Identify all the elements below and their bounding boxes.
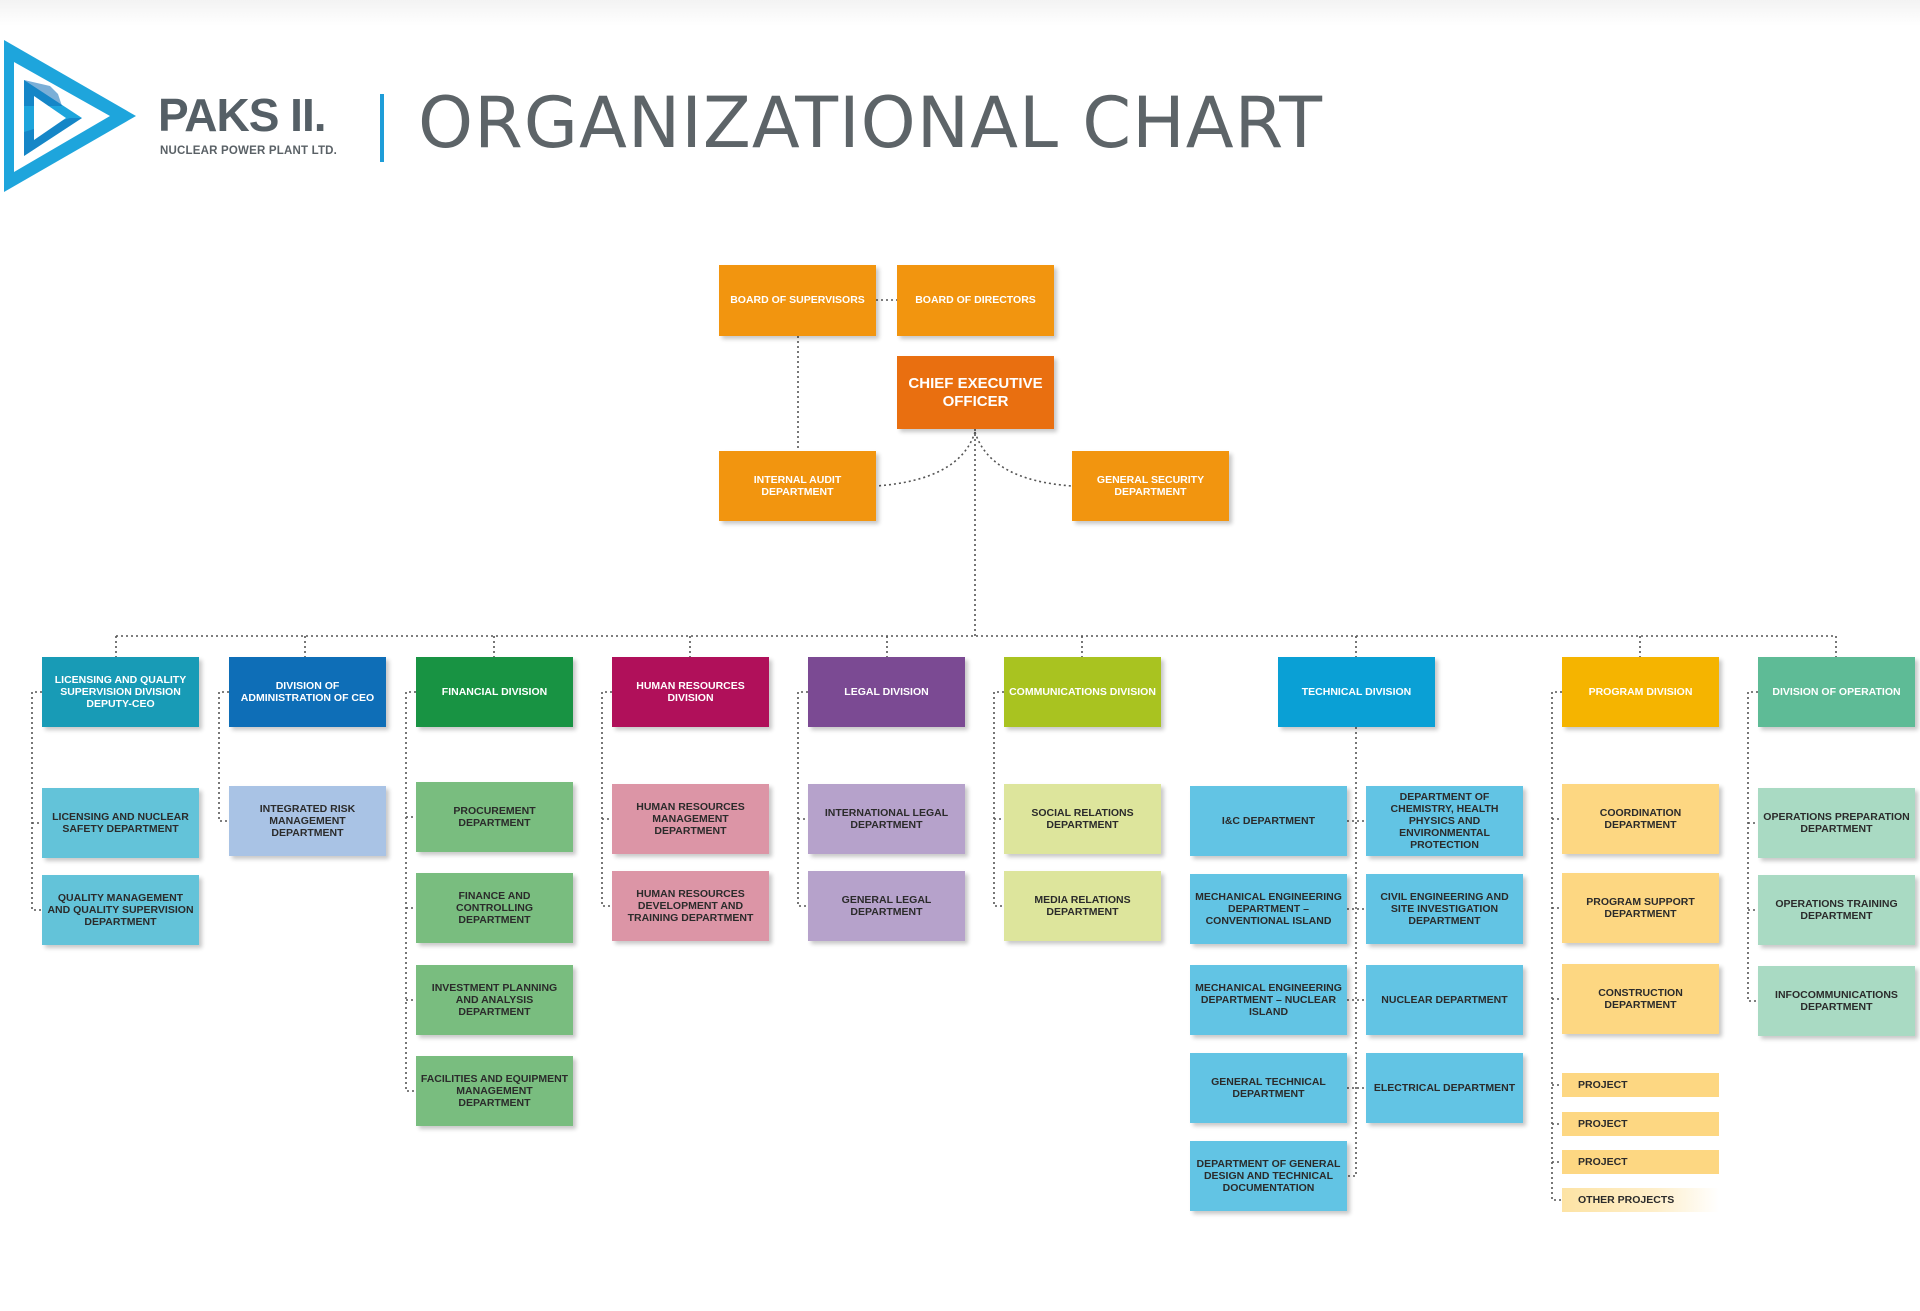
ceo-box: CHIEF EXECUTIVE OFFICER [897, 356, 1054, 429]
department-box: GENERAL LEGAL DEPARTMENT [808, 871, 965, 941]
board-of-directors-box: BOARD OF DIRECTORS [897, 265, 1054, 336]
department-box: INTERNATIONAL LEGAL DEPARTMENT [808, 784, 965, 854]
paks-logo-icon [4, 40, 136, 192]
page-title: ORGANIZATIONAL CHART [418, 82, 1323, 164]
connector-line [993, 691, 1004, 907]
department-box: MEDIA RELATIONS DEPARTMENT [1004, 871, 1161, 941]
division-administration: DIVISION OF ADMINISTRATION OF CEO [229, 657, 386, 727]
division-financial: FINANCIAL DIVISION [416, 657, 573, 727]
connector-line [974, 431, 1073, 487]
connector-line [1347, 727, 1357, 1177]
connector-line [601, 691, 612, 907]
department-box: PROCUREMENT DEPARTMENT [416, 782, 573, 852]
connector-line [31, 691, 42, 911]
department-box: HUMAN RESOURCES MANAGEMENT DEPARTMENT [612, 784, 769, 854]
department-box: CIVIL ENGINEERING AND SITE INVESTIGATION… [1366, 874, 1523, 944]
department-box: FINANCE AND CONTROLLING DEPARTMENT [416, 873, 573, 943]
division-communications: COMMUNICATIONS DIVISION [1004, 657, 1161, 727]
department-box: LICENSING AND NUCLEAR SAFETY DEPARTMENT [42, 788, 199, 858]
division-legal: LEGAL DIVISION [808, 657, 965, 727]
division-program: PROGRAM DIVISION [1562, 657, 1719, 727]
connector-line [875, 431, 976, 487]
department-box: FACILITIES AND EQUIPMENT MANAGEMENT DEPA… [416, 1056, 573, 1126]
project-box: PROJECT [1562, 1150, 1719, 1174]
department-box: DEPARTMENT OF CHEMISTRY, HEALTH PHYSICS … [1366, 786, 1523, 856]
brand-name: PAKS II. [158, 89, 327, 141]
project-box: PROJECT [1562, 1073, 1719, 1097]
division-technical: TECHNICAL DIVISION [1278, 657, 1435, 727]
project-box: PROJECT [1562, 1112, 1719, 1136]
department-box: DEPARTMENT OF GENERAL DESIGN AND TECHNIC… [1190, 1141, 1347, 1211]
connector-line [797, 691, 808, 907]
department-box: OPERATIONS TRAINING DEPARTMENT [1758, 875, 1915, 945]
department-box: INFOCOMMUNICATIONS DEPARTMENT [1758, 966, 1915, 1036]
department-box: CONSTRUCTION DEPARTMENT [1562, 964, 1719, 1034]
department-box: PROGRAM SUPPORT DEPARTMENT [1562, 873, 1719, 943]
internal-audit-box: INTERNAL AUDIT DEPARTMENT [719, 451, 876, 521]
connector-line [1747, 691, 1758, 1002]
division-operation: DIVISION OF OPERATION [1758, 657, 1915, 727]
brand-subtitle: NUCLEAR POWER PLANT LTD. [160, 145, 338, 157]
department-box: SOCIAL RELATIONS DEPARTMENT [1004, 784, 1161, 854]
board-of-supervisors-box: BOARD OF SUPERVISORS [719, 265, 876, 336]
department-box: COORDINATION DEPARTMENT [1562, 784, 1719, 854]
department-box: I&C DEPARTMENT [1190, 786, 1347, 856]
other-projects-box: OTHER PROJECTS [1562, 1188, 1719, 1212]
department-box: INTEGRATED RISK MANAGEMENT DEPARTMENT [229, 786, 386, 856]
department-box: ELECTRICAL DEPARTMENT [1366, 1053, 1523, 1123]
connector-line [1551, 691, 1562, 1201]
department-box: QUALITY MANAGEMENT AND QUALITY SUPERVISI… [42, 875, 199, 945]
department-box: MECHANICAL ENGINEERING DEPARTMENT – CONV… [1190, 874, 1347, 944]
department-box: MECHANICAL ENGINEERING DEPARTMENT – NUCL… [1190, 965, 1347, 1035]
department-box: NUCLEAR DEPARTMENT [1366, 965, 1523, 1035]
division-licensing: LICENSING AND QUALITY SUPERVISION DIVISI… [42, 657, 199, 727]
department-box: HUMAN RESOURCES DEVELOPMENT AND TRAINING… [612, 871, 769, 941]
top-shade [0, 0, 1920, 26]
connector-line [218, 691, 229, 822]
title-divider [380, 94, 384, 162]
general-security-box: GENERAL SECURITY DEPARTMENT [1072, 451, 1229, 521]
department-box: INVESTMENT PLANNING AND ANALYSIS DEPARTM… [416, 965, 573, 1035]
connector-line [405, 691, 416, 1092]
department-box: GENERAL TECHNICAL DEPARTMENT [1190, 1053, 1347, 1123]
department-box: OPERATIONS PREPARATION DEPARTMENT [1758, 788, 1915, 858]
division-human-resources: HUMAN RESOURCES DIVISION [612, 657, 769, 727]
